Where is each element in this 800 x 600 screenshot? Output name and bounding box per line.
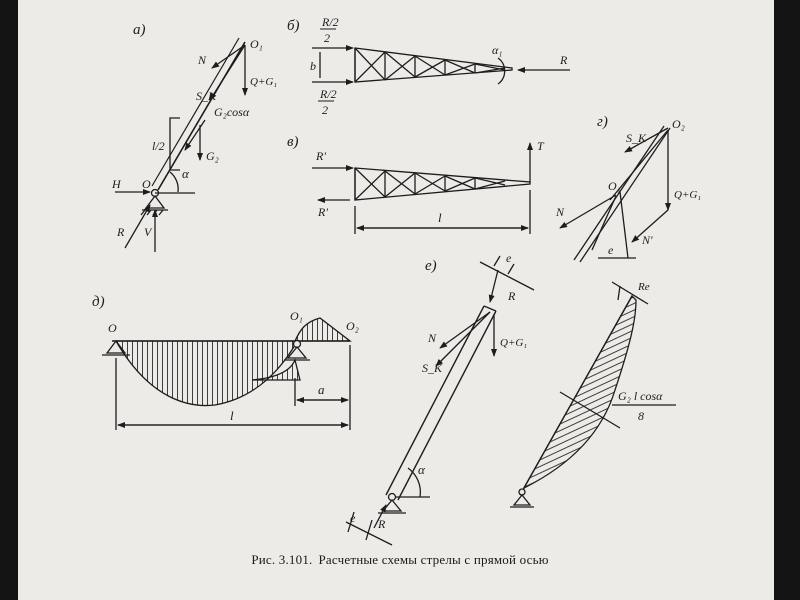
force-n-prime-g: N' bbox=[641, 233, 653, 247]
panel-a-labels: O₁ N Q+G₁ S_K G₂cosα G₂ l/2 H O α R V bbox=[111, 37, 277, 239]
dim-l2-a: l/2 bbox=[152, 139, 165, 153]
point-o1-g: O₁ bbox=[608, 179, 621, 193]
svg-text:2: 2 bbox=[324, 31, 330, 45]
figure-number: Рис. 3.101. bbox=[251, 552, 313, 567]
force-qg1-a: Q+G₁ bbox=[250, 76, 277, 88]
force-r2-top-b: R/2 bbox=[321, 15, 339, 29]
force-qg1-e: Q+G₁ bbox=[500, 337, 527, 349]
panel-e-label: е) bbox=[425, 258, 437, 274]
angle-alpha-e: α bbox=[418, 462, 426, 477]
angle-alpha1-b: α₁ bbox=[492, 43, 502, 57]
force-r-b: R bbox=[559, 53, 568, 67]
dim-b-b: b bbox=[310, 59, 316, 73]
point-o1-d: O₁ bbox=[290, 309, 303, 323]
force-r-a: R bbox=[116, 225, 125, 239]
panel-d: д) bbox=[92, 294, 352, 430]
panel-g-label: г) bbox=[597, 114, 608, 130]
force-r-prime-bottom-v: R' bbox=[317, 205, 328, 219]
panel-g-labels: O₂ S_K O₁ Q+G₁ N N' e bbox=[555, 117, 701, 257]
panel-v-labels: R' R' T l bbox=[315, 139, 545, 225]
panel-e-labels: e R N S_K Q+G₁ α e R bbox=[350, 251, 527, 531]
figure-caption: Рис. 3.101. Расчетные схемы стрелы с прям… bbox=[0, 552, 800, 568]
force-r-top-e: R bbox=[507, 289, 516, 303]
point-o1-a: O₁ bbox=[250, 37, 263, 51]
book-page bbox=[18, 0, 774, 600]
force-qg1-g: Q+G₁ bbox=[674, 189, 701, 201]
point-o2-d: O₂ bbox=[346, 319, 359, 333]
panel-a-label: а) bbox=[133, 22, 146, 38]
dim-e-g: e bbox=[608, 243, 614, 257]
force-sk-a: S_K bbox=[196, 89, 217, 103]
force-r-prime-top-v: R' bbox=[315, 149, 326, 163]
panel-g: г) bbox=[559, 114, 671, 263]
force-n-a: N bbox=[197, 53, 207, 67]
panel-e: е) bbox=[345, 255, 535, 546]
dim-a-d: a bbox=[318, 382, 325, 397]
panel-v: в) bbox=[287, 134, 533, 234]
force-h-a: H bbox=[111, 177, 122, 191]
svg-text:2: 2 bbox=[322, 103, 328, 117]
moment-re-label: Rе bbox=[637, 281, 650, 293]
force-sk-e: S_K bbox=[422, 361, 443, 375]
scan-border-right bbox=[774, 0, 800, 600]
panel-a: а) bbox=[115, 22, 248, 252]
panel-b: б) bbox=[287, 18, 570, 85]
panel-b-label: б) bbox=[287, 18, 300, 34]
force-n-g: N bbox=[555, 205, 565, 219]
dim-l-d: l bbox=[230, 408, 234, 423]
force-t-v: T bbox=[537, 139, 545, 153]
force-g2cos-a: G₂cosα bbox=[214, 105, 250, 119]
force-r-bottom-e: R bbox=[377, 517, 386, 531]
force-sk-g: S_K bbox=[626, 131, 647, 145]
panel-e-moment-diagram bbox=[510, 281, 676, 508]
point-o2-g: O₂ bbox=[672, 117, 685, 131]
figure-caption-text: Расчетные схемы стрелы с прямой осью bbox=[318, 552, 549, 567]
panel-b-labels: R/2 2 R/2 2 b α₁ R bbox=[310, 15, 568, 117]
scan-border-left bbox=[0, 0, 18, 600]
dim-e-bottom-e: e bbox=[350, 511, 356, 525]
panel-d-labels: O O₁ O₂ a l bbox=[108, 309, 359, 423]
point-o-a: O bbox=[142, 177, 151, 191]
panel-d-label: д) bbox=[92, 294, 105, 310]
moment-formula-den: 8 bbox=[638, 409, 644, 423]
panel-e-moment-labels: Rе G₂ l cosα 8 bbox=[618, 281, 663, 423]
dim-e-top-e: e bbox=[506, 251, 512, 265]
panel-v-label: в) bbox=[287, 134, 299, 150]
force-r2-bottom-b: R/2 bbox=[319, 87, 337, 101]
angle-a: α bbox=[182, 166, 190, 181]
force-v-a: V bbox=[144, 225, 153, 239]
dim-l-v: l bbox=[438, 210, 442, 225]
moment-formula-num: G₂ l cosα bbox=[618, 389, 663, 403]
point-o-d: O bbox=[108, 321, 117, 335]
force-n-e: N bbox=[427, 331, 437, 345]
force-g2-a: G₂ bbox=[206, 149, 219, 163]
